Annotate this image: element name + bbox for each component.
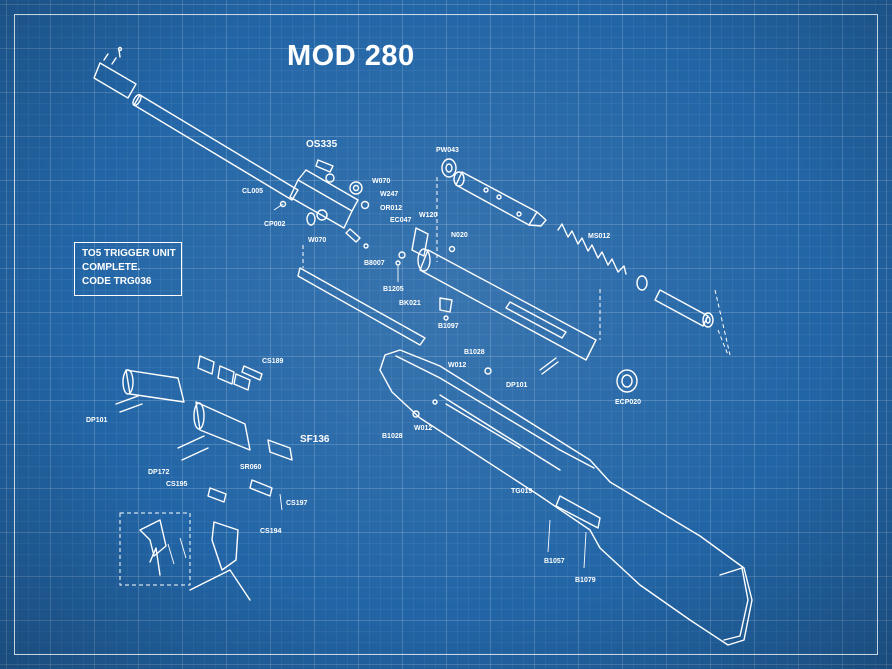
label-b1205: B1205 [383, 286, 404, 293]
label-os335: OS335 [306, 139, 338, 150]
label-dp172: DP172 [148, 469, 170, 476]
label-cs189: CS189 [262, 358, 284, 365]
label-dp101-left: DP101 [86, 417, 108, 424]
receiver-drawing [297, 227, 638, 393]
label-b1097: B1097 [438, 323, 459, 330]
label-sf136: SF136 [300, 434, 330, 445]
trigger-unit-drawing [115, 355, 293, 601]
note-line-2: COMPLETE. [82, 262, 141, 273]
trigger-unit-note: TO5 TRIGGER UNIT COMPLETE. CODE TRG036 [74, 242, 182, 296]
label-dp101-right: DP101 [506, 382, 528, 389]
label-cs194: CS194 [260, 528, 282, 535]
label-ms012: MS012 [588, 233, 610, 240]
label-cs195: CS195 [166, 481, 188, 488]
page-title: MOD 280 [287, 40, 415, 72]
label-b1028-lower: B1028 [382, 433, 403, 440]
barrel-drawing [93, 46, 299, 201]
label-cl005: CL005 [242, 188, 263, 195]
label-b1028-upper: B1028 [464, 349, 485, 356]
label-sr060: SR060 [240, 464, 262, 471]
label-b1079: B1079 [575, 577, 596, 584]
label-ec047: EC047 [390, 217, 412, 224]
label-w070-lower: W070 [308, 237, 326, 244]
breech-block-drawing [273, 159, 370, 249]
label-cs197: CS197 [286, 500, 308, 507]
label-or012: OR012 [380, 205, 402, 212]
label-tg019: TG019 [511, 488, 533, 495]
cylinder-drawing [436, 158, 731, 356]
note-line-3: CODE TRG036 [82, 276, 152, 287]
label-w247: W247 [380, 191, 398, 198]
part-labels: OS335 CL005 CP002 W070 W247 OR012 W070 B… [86, 139, 641, 584]
label-w120: W120 [419, 212, 437, 219]
stock-drawing [379, 349, 753, 646]
border-frame [14, 14, 878, 655]
label-b1057: B1057 [544, 558, 565, 565]
label-b8007: B8007 [364, 260, 385, 267]
note-line-1: TO5 TRIGGER UNIT [82, 248, 176, 259]
label-ecp020: ECP020 [615, 399, 641, 406]
label-bk021: BK021 [399, 300, 421, 307]
label-w012-upper: W012 [448, 362, 466, 369]
label-w070-upper: W070 [372, 178, 390, 185]
label-w012-lower: W012 [414, 425, 432, 432]
label-n020: N020 [451, 232, 468, 239]
label-pw043: PW043 [436, 147, 459, 154]
label-cp002: CP002 [264, 221, 286, 228]
